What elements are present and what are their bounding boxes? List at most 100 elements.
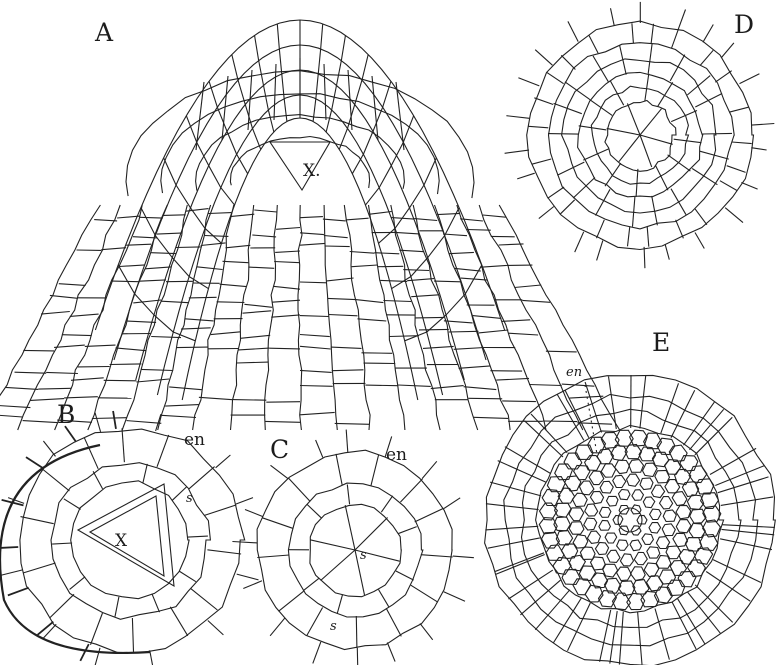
radial-wall: [381, 496, 392, 512]
cap-cell-wall: [173, 332, 195, 341]
cross-wall: [169, 387, 202, 390]
root-hair: [95, 413, 101, 432]
cross-wall: [501, 320, 530, 322]
radial-wall: [307, 608, 323, 636]
cross-wall: [300, 370, 332, 372]
cap-cell-wall: [337, 61, 342, 86]
stele-cell: [599, 507, 611, 517]
middle-cell-ring: [51, 463, 210, 620]
cross-wall: [139, 280, 166, 281]
cross-wall: [0, 405, 30, 407]
cross-wall: [275, 251, 300, 252]
cross-wall: [365, 385, 398, 386]
stele-cell: [667, 580, 685, 595]
root-hair: [597, 241, 603, 261]
cortex-wall: [661, 383, 679, 433]
radial-wall: [729, 107, 748, 112]
root-hair: [703, 25, 713, 43]
cross-wall: [350, 252, 375, 254]
panel-d-label: D: [734, 12, 754, 37]
radial-wall: [279, 591, 304, 611]
stele-cell: [660, 497, 673, 509]
cell-file: [265, 205, 278, 430]
root-hair: [1, 570, 23, 575]
cross-wall: [59, 284, 86, 286]
root-hair: [665, 244, 669, 259]
cross-wall: [496, 378, 529, 380]
cross-wall: [403, 270, 429, 271]
root-hair: [517, 173, 535, 179]
radial-wall: [579, 126, 607, 130]
meristem-arc: [230, 137, 369, 189]
central-vessel: [618, 508, 642, 532]
cap-cell-wall: [113, 411, 116, 429]
stele-cell: [561, 544, 577, 559]
stele-cell: [585, 585, 603, 602]
cell-file: [193, 205, 234, 430]
cross-wall: [254, 210, 277, 212]
cross-wall: [469, 398, 503, 399]
radial-wall: [415, 508, 444, 522]
central-wall: [640, 135, 673, 144]
stele-cell: [647, 547, 660, 558]
cross-wall: [335, 423, 370, 424]
cross-wall: [300, 346, 331, 349]
radial-wall: [386, 608, 401, 636]
stele-cell: [678, 571, 696, 586]
radial-wall: [589, 35, 598, 53]
stele-cell: [617, 567, 632, 580]
cross-wall: [176, 247, 201, 248]
cortex-wall: [488, 538, 540, 548]
root-hair: [740, 74, 760, 84]
cross-wall: [562, 384, 595, 386]
panel-c-mark-s-lower: s: [330, 620, 337, 633]
cross-wall: [459, 366, 491, 368]
radial-wall: [548, 187, 565, 198]
root-hair: [313, 642, 321, 664]
cross-wall: [415, 317, 444, 318]
radial-wall: [157, 435, 169, 467]
cross-wall: [211, 332, 241, 335]
radial-wall: [548, 134, 578, 135]
cortex-wall: [486, 504, 539, 510]
panel-b-mark-s: s: [186, 492, 193, 505]
cortex-wall: [610, 611, 617, 664]
stele-cell: [584, 518, 597, 530]
panel-c-label: C: [270, 437, 289, 462]
central-wall: [640, 109, 662, 135]
cross-wall: [325, 246, 350, 247]
stele-cell: [631, 567, 646, 581]
cross-wall: [177, 347, 208, 348]
stele-cell: [575, 445, 593, 459]
cap-cell-wall: [164, 158, 176, 185]
stele-cell: [555, 464, 573, 480]
radial-wall: [289, 478, 311, 501]
stele-cell: [649, 523, 661, 534]
cap-cell-wall: [326, 110, 332, 132]
root-hair: [271, 465, 288, 478]
stele-cell: [573, 579, 591, 595]
cortex-wall: [568, 603, 591, 651]
central-wall: [345, 505, 355, 550]
radial-wall: [411, 585, 438, 602]
cross-wall: [266, 402, 300, 403]
root-hair: [243, 581, 262, 589]
stele-cell: [632, 490, 644, 501]
cap-cell-wall: [428, 236, 445, 258]
root-hair: [43, 441, 55, 456]
cross-wall: [23, 421, 58, 423]
radial-wall: [307, 505, 322, 519]
radial-wall: [561, 55, 575, 69]
central-wall: [640, 135, 652, 167]
cross-wall: [300, 316, 329, 317]
cross-wall: [300, 243, 325, 245]
cell-file: [18, 205, 121, 430]
panel-a-label: A: [95, 20, 113, 45]
cap-cell-wall: [321, 24, 323, 49]
cortex-wall: [531, 414, 567, 453]
root-hair: [444, 498, 460, 509]
cross-wall: [119, 265, 145, 267]
cross-wall: [414, 219, 437, 221]
radial-wall: [132, 618, 133, 652]
radial-wall: [715, 71, 731, 83]
